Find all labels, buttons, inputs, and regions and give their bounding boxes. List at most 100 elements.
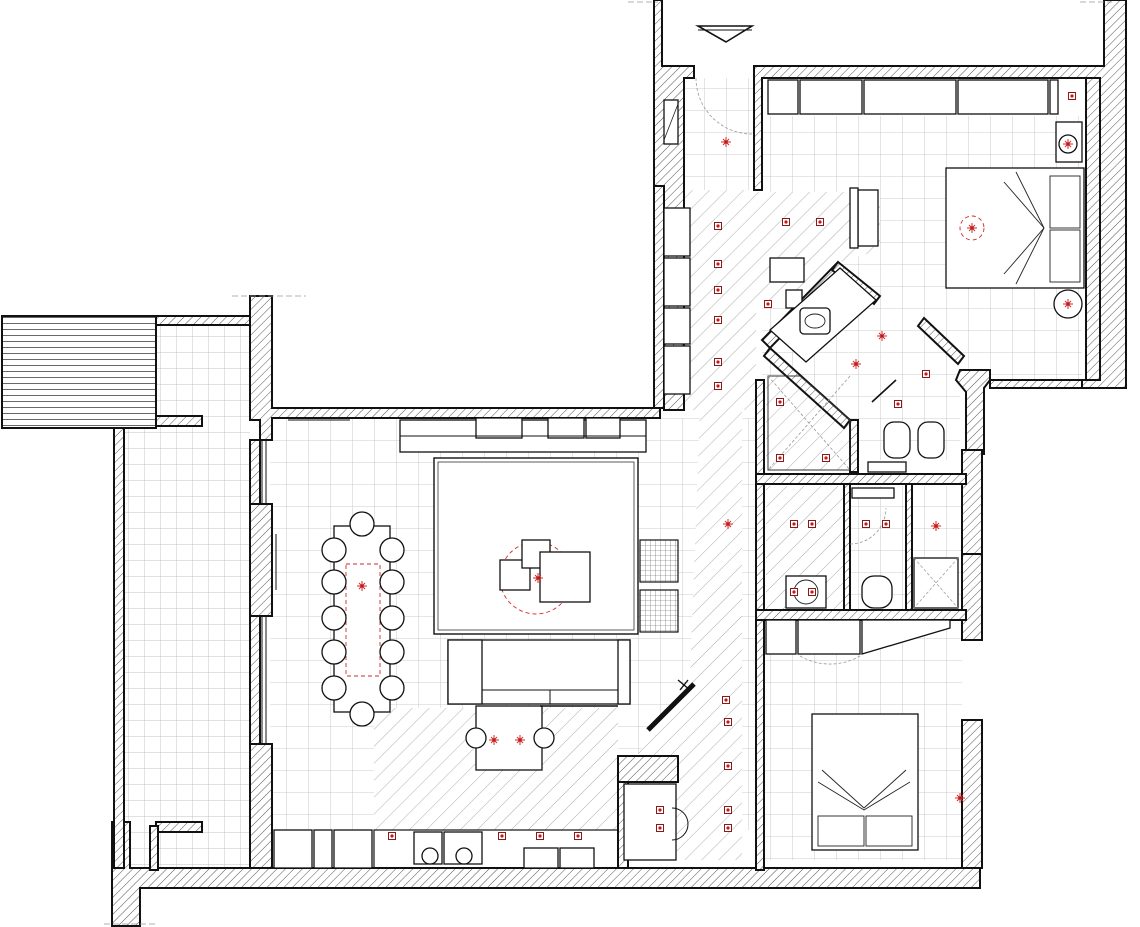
wall-terrace-west	[113, 427, 125, 869]
bath-3-door-arc	[849, 507, 887, 545]
toilet-1	[883, 421, 911, 459]
wall-bath-divider-1	[843, 483, 851, 611]
dimension-ticks	[104, 1, 1112, 925]
ceiling-light-dot	[500, 834, 504, 838]
tv-cabinet-2	[547, 417, 585, 439]
ceiling-light-dot	[924, 372, 928, 376]
bed2-wardrobe-3	[861, 619, 951, 655]
master-wardrobe-1	[767, 79, 799, 115]
wall-corridor-east-3	[755, 483, 765, 611]
ceiling-light-dot	[1070, 94, 1074, 98]
ceiling-light-dot	[824, 456, 828, 460]
kitchen-cabinet-2	[333, 829, 373, 869]
wall-living-west-seg-2	[249, 743, 273, 869]
wall-living-west	[249, 295, 661, 441]
wall-bath-stub	[849, 419, 859, 473]
hall-wardrobes	[663, 207, 691, 395]
ceiling-light-dot	[818, 220, 822, 224]
master-wardrobe-5	[1049, 79, 1059, 115]
wall-bed2-east	[961, 719, 983, 869]
ceiling-light-dot	[896, 402, 900, 406]
wall-hall-west-lower	[653, 185, 665, 409]
wall-bed-east-inner	[1085, 77, 1101, 381]
master-bathroom	[767, 267, 945, 473]
master-wardrobe-3	[863, 79, 957, 115]
master-wardrobe-2	[799, 79, 863, 115]
bath-4-shower	[913, 557, 959, 609]
entry-floor	[680, 78, 756, 190]
armchair-1	[639, 539, 679, 583]
pendant-lights	[357, 137, 1073, 803]
armchair-2	[639, 589, 679, 633]
bed2-door-arc	[799, 655, 861, 665]
ceiling-light-dot	[716, 318, 720, 322]
ceiling-light-dot	[864, 522, 868, 526]
wall-kitchen-east	[617, 755, 679, 783]
ceiling-light-dot	[716, 262, 720, 266]
ceiling-light-dot	[716, 384, 720, 388]
master-wardrobe-4	[957, 79, 1049, 115]
bed-2	[811, 713, 919, 851]
washbasin-bowl	[804, 313, 826, 329]
pendant-light-icon	[1063, 299, 1073, 309]
fridge	[273, 829, 313, 869]
kitchen-counter	[373, 829, 619, 869]
master-bedroom	[767, 79, 1085, 319]
tv-cabinet-3	[585, 417, 621, 439]
entrance-arrow-icon	[694, 25, 755, 43]
terrace-awning	[1, 315, 157, 429]
pendant-light-icon	[851, 359, 861, 369]
wall-master-south	[954, 369, 1083, 455]
ceiling-light-dot	[724, 698, 728, 702]
pendant-light-icon	[931, 521, 941, 531]
entry-door-swing	[695, 77, 753, 135]
master-stool	[769, 257, 805, 283]
terrace-parapet-end	[155, 415, 203, 427]
ceiling-light-dot	[390, 834, 394, 838]
ceiling-light-dot	[778, 456, 782, 460]
ceiling-light-dot	[726, 808, 730, 812]
wall-bath-south	[755, 609, 967, 621]
pendant-light-icon	[955, 793, 965, 803]
wall-bath-north	[755, 473, 967, 485]
wall-bath-east-2	[961, 553, 983, 641]
wall-terrace-north	[155, 315, 257, 326]
ceiling-light-dot	[784, 220, 788, 224]
kitchen	[273, 679, 696, 869]
bed2-wardrobe-1	[765, 619, 797, 655]
wall-bath-east	[961, 449, 983, 555]
ceiling-light-dot	[884, 522, 888, 526]
tv-cabinet-1	[475, 417, 523, 439]
wall-bath-divider-2	[905, 483, 913, 611]
wall-living-west-seg-3	[249, 439, 261, 505]
ceiling-light-dot	[716, 224, 720, 228]
dining-chairs	[321, 511, 405, 727]
master-bed	[945, 167, 1085, 289]
hallway-floor	[622, 190, 756, 860]
pendant-light-icon	[533, 573, 543, 583]
wall-corridor-east	[755, 379, 765, 475]
pendant-ring	[959, 215, 985, 241]
ceiling-light-dot	[792, 522, 796, 526]
ceiling-light-dot	[576, 834, 580, 838]
pendant-light-icon	[967, 223, 977, 233]
hall-wardrobe-1	[663, 207, 691, 257]
ceiling-light-dot	[810, 590, 814, 594]
hall-wardrobe-4	[663, 345, 691, 395]
master-bathroom-floor	[766, 376, 850, 470]
ceiling-light-dot	[810, 522, 814, 526]
pendant-light-icon	[721, 137, 731, 147]
bed2-wardrobe-2	[797, 619, 861, 655]
wall-corridor-east-2	[755, 619, 765, 871]
pendant-light-icon	[357, 581, 367, 591]
ceiling-light-dot	[778, 400, 782, 404]
pendant-light-icon	[1063, 139, 1073, 149]
sofa	[447, 639, 631, 705]
ceiling-light-dot	[726, 764, 730, 768]
master-dresser	[1055, 121, 1083, 163]
hall-wardrobe-2	[663, 257, 691, 307]
pendant-light-icon	[877, 331, 887, 341]
ceiling-light-dot	[726, 826, 730, 830]
bedroom-2	[765, 619, 951, 851]
